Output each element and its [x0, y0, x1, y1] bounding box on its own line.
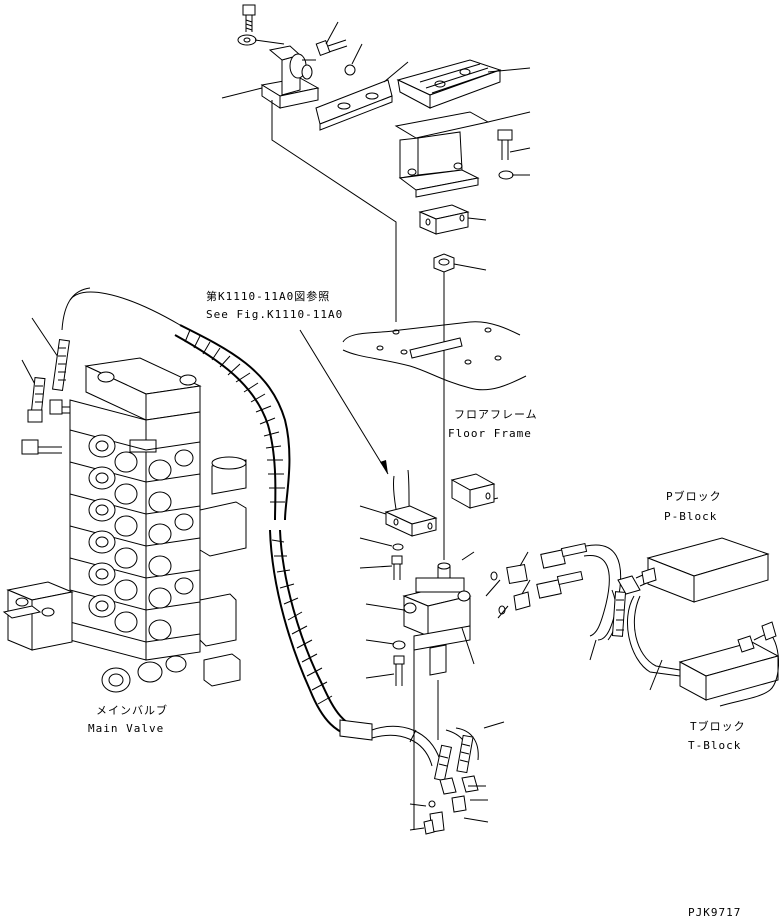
- floor-frame: [342, 321, 527, 392]
- pedal-assembly: [221, 4, 531, 560]
- mounting-block: [384, 505, 438, 537]
- spool-caps: [88, 434, 194, 641]
- link-plate: [315, 79, 393, 131]
- ppc-valve-body: [402, 562, 472, 676]
- main-valve-label-jp: メインバルブ: [96, 703, 168, 717]
- p-block-label-en: P-Block: [664, 510, 717, 523]
- t-block-label-en: T-Block: [688, 739, 741, 752]
- washer-part: [498, 170, 514, 180]
- floor-frame-label-en: Floor Frame: [448, 427, 532, 440]
- washer-part: [392, 640, 406, 650]
- washer-part: [237, 34, 257, 46]
- pedal-cover: [396, 59, 502, 109]
- washer-part: [344, 64, 356, 76]
- drawing-code: PJK9717: [688, 906, 741, 919]
- pedal-bracket: [260, 45, 320, 109]
- bolt-part: [497, 129, 513, 160]
- hose-fitting: [536, 542, 588, 599]
- t-block-leader: [649, 659, 663, 691]
- t-block: [627, 595, 779, 707]
- bolt-part: [391, 555, 403, 580]
- bottom-fittings: [423, 775, 479, 835]
- main-valve: [2, 357, 247, 693]
- p-block-label-jp: Pブロック: [666, 489, 722, 503]
- bolt-part: [315, 39, 348, 56]
- reference-note-jp: 第K1110-11A0図参照: [206, 289, 330, 303]
- reference-note-en: See Fig.K1110-11A0: [206, 308, 343, 321]
- elbow-fitting: [21, 399, 84, 455]
- nut-part: [433, 253, 455, 273]
- floor-frame-label-jp: フロアフレーム: [454, 408, 538, 421]
- spacer-block: [418, 204, 470, 235]
- reference-leader: [299, 329, 389, 475]
- p-block: [641, 537, 770, 603]
- pedal: [394, 111, 490, 198]
- bolt-part: [242, 4, 256, 32]
- hose-with-spiral-guard: [61, 287, 441, 780]
- bolt-part: [393, 655, 405, 686]
- main-valve-label-en: Main Valve: [88, 722, 164, 735]
- adapter-fitting: [506, 563, 531, 611]
- t-block-label-jp: Tブロック: [690, 719, 746, 733]
- left-hoses: [21, 317, 84, 455]
- stopper-block: [450, 473, 496, 509]
- ppc-valve-assembly: [359, 469, 659, 835]
